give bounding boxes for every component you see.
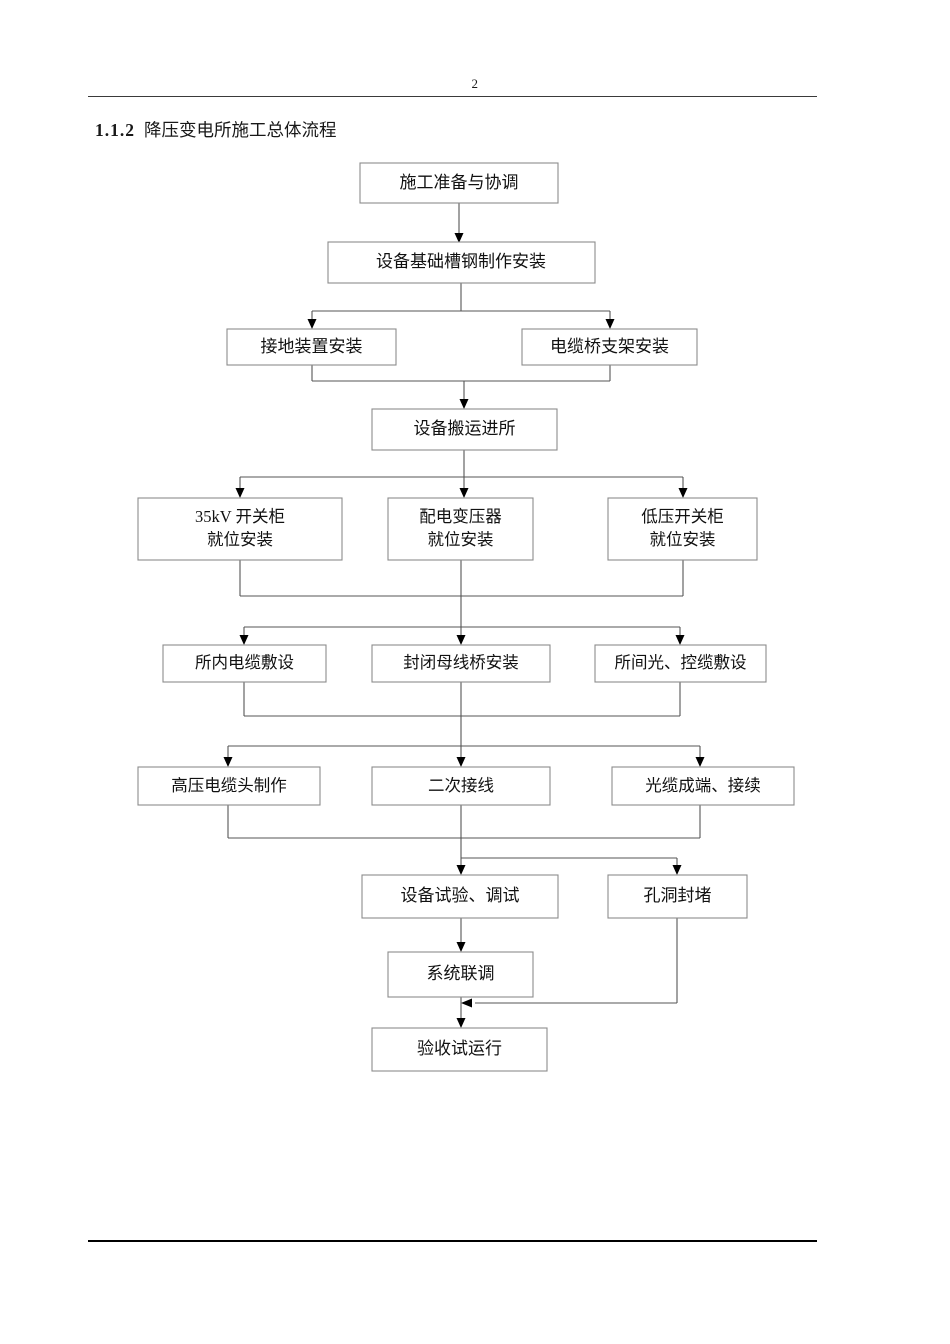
flow-node-n9[interactable]: 所内电缆敷设 (162, 644, 327, 683)
flow-node-n14[interactable]: 光缆成端、接续 (611, 766, 795, 806)
flow-node-label: 接地装置安装 (261, 337, 363, 356)
flow-node-n3[interactable]: 接地装置安装 (226, 328, 397, 366)
flow-node-n16[interactable]: 孔洞封堵 (607, 874, 748, 919)
flow-node-label: 设备搬运进所 (414, 419, 516, 438)
flow-node-label: 系统联调 (427, 964, 495, 983)
flow-node-label: 光缆成端、接续 (645, 776, 761, 795)
flow-node-n17[interactable]: 系统联调 (387, 951, 534, 998)
flow-node-label: 低压开关柜 (641, 507, 724, 526)
flow-node-label: 所间光、控缆敷设 (615, 653, 747, 672)
flow-node-label: 孔洞封堵 (644, 886, 712, 905)
flow-node-label: 验收试运行 (417, 1039, 502, 1058)
flow-node-label: 电缆桥支架安装 (550, 337, 669, 356)
footer-rule (88, 1240, 817, 1242)
flow-node-n13[interactable]: 二次接线 (371, 766, 551, 806)
flow-node-n4[interactable]: 电缆桥支架安装 (521, 328, 698, 366)
flow-node-label: 就位安装 (428, 530, 494, 549)
flow-node-label: 35kV 开关柜 (195, 507, 285, 526)
flow-node-label: 就位安装 (650, 530, 716, 549)
flow-node-n6[interactable]: 35kV 开关柜 就位安装 (137, 497, 343, 561)
flow-node-n12[interactable]: 高压电缆头制作 (137, 766, 321, 806)
section-heading-title: 降压变电所施工总体流程 (144, 120, 337, 140)
flow-node-n18[interactable]: 验收试运行 (371, 1027, 548, 1072)
flow-node-label: 所内电缆敷设 (195, 653, 294, 672)
flow-node-n8[interactable]: 低压开关柜 就位安装 (607, 497, 758, 561)
flow-node-n2[interactable]: 设备基础槽钢制作安装 (327, 241, 596, 284)
flow-node-n10[interactable]: 封闭母线桥安装 (371, 644, 551, 683)
flow-node-label: 设备试验、调试 (401, 886, 520, 905)
flow-node-label: 设备基础槽钢制作安装 (376, 252, 546, 271)
flow-node-label: 施工准备与协调 (400, 173, 519, 192)
flowchart-nodes: 施工准备与协调 设备基础槽钢制作安装 接地装置安装 电缆桥支架安装 设备搬运进所 (137, 162, 795, 1072)
page-number: 2 (471, 76, 479, 91)
header-rule (88, 96, 817, 97)
flow-node-n5[interactable]: 设备搬运进所 (371, 408, 558, 451)
section-heading-number: 1.1.2 (95, 120, 135, 140)
flowchart-connectors (223, 203, 705, 1028)
flow-node-n15[interactable]: 设备试验、调试 (361, 874, 559, 919)
flow-node-n1[interactable]: 施工准备与协调 (359, 162, 559, 204)
flow-node-label: 配电变压器 (419, 507, 502, 526)
flow-node-label: 就位安装 (207, 530, 273, 549)
flow-node-n11[interactable]: 所间光、控缆敷设 (594, 644, 767, 683)
flow-node-label: 封闭母线桥安装 (403, 653, 519, 672)
flow-node-label: 高压电缆头制作 (171, 776, 287, 795)
flow-node-n7[interactable]: 配电变压器 就位安装 (387, 497, 534, 561)
flow-node-label: 二次接线 (428, 776, 494, 795)
section-heading: 1.1.2 降压变电所施工总体流程 (95, 117, 337, 142)
